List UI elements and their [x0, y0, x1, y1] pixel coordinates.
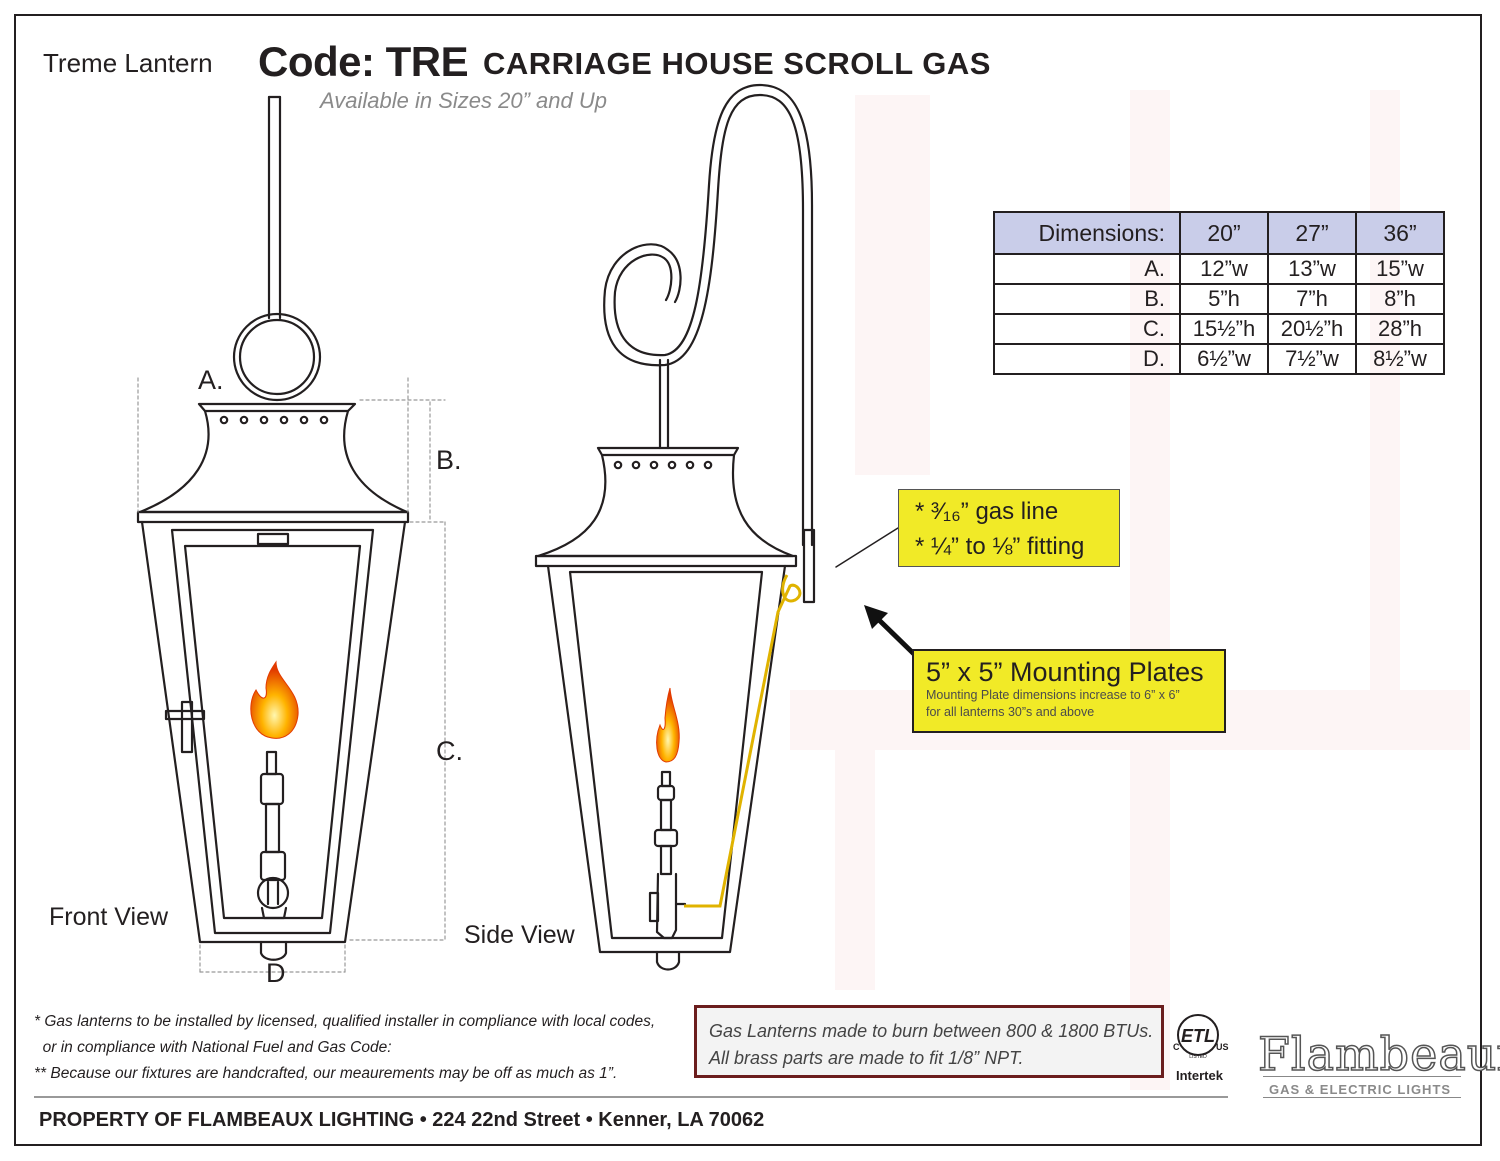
brand-rule — [1263, 1097, 1461, 1098]
note-line: or in compliance with National Fuel and … — [34, 1039, 392, 1056]
table-cell: 8”h — [1355, 283, 1445, 315]
gas-line-spec: * ³⁄₁₆” gas line — [915, 498, 1059, 525]
dimensions-table: Dimensions: 20” 27” 36” A. 12”w 13”w 15”… — [993, 211, 1445, 375]
note-line: * Gas lanterns to be installed by licens… — [34, 1013, 656, 1030]
etl-us: US — [1216, 1042, 1229, 1052]
table-cell: 13”w — [1267, 253, 1357, 285]
table-row: C. 15½”h 20½”h 28”h — [993, 313, 1445, 345]
table-cell: 15½”h — [1179, 313, 1269, 345]
gas-line-callout: * ³⁄₁₆” gas line * ¼” to ⅛” fitting — [898, 489, 1120, 567]
gas-line — [684, 574, 802, 908]
footer-divider — [34, 1096, 1228, 1098]
table-header: 20” — [1179, 211, 1269, 255]
front-view-label: Front View — [49, 903, 169, 931]
etl-c: C — [1173, 1042, 1180, 1052]
fitting-spec: * ¼” to ⅛” fitting — [915, 533, 1085, 560]
etl-mark: ETL — [1181, 1026, 1215, 1046]
table-cell: C. — [993, 313, 1181, 345]
mounting-plate-note: for all lanterns 30”s and above — [926, 705, 1095, 719]
btu-info-box: Gas Lanterns made to burn between 800 & … — [694, 1005, 1164, 1078]
etl-listed: LISTED — [1189, 1054, 1207, 1060]
npt-line: All brass parts are made to fit 1/8” NPT… — [709, 1048, 1024, 1068]
table-cell: 8½”w — [1355, 343, 1445, 375]
brand-rule — [1263, 1076, 1461, 1077]
mounting-plate-title: 5” x 5” Mounting Plates — [926, 657, 1204, 687]
table-row: D. 6½”w 7½”w 8½”w — [993, 343, 1445, 375]
model-title: CARRIAGE HOUSE SCROLL GAS — [483, 46, 991, 81]
table-header: 27” — [1267, 211, 1357, 255]
installation-notes: * Gas lanterns to be installed by licens… — [34, 1009, 655, 1087]
table-row: B. 5”h 7”h 8”h — [993, 283, 1445, 315]
table-cell: 6½”w — [1179, 343, 1269, 375]
table-cell: 15”w — [1355, 253, 1445, 285]
note-line: ** Because our fixtures are handcrafted,… — [34, 1065, 618, 1082]
table-header: Dimensions: — [993, 211, 1181, 255]
table-cell: 28”h — [1355, 313, 1445, 345]
product-name: Treme Lantern — [43, 48, 213, 78]
brand-logo: Flambeaux — [1257, 1026, 1500, 1082]
table-cell: 5”h — [1179, 283, 1269, 315]
spec-sheet — [14, 14, 1482, 1146]
table-cell: 12”w — [1179, 253, 1269, 285]
flame-front — [250, 660, 299, 739]
btu-line: Gas Lanterns made to burn between 800 & … — [709, 1021, 1154, 1041]
product-code: Code: TRE — [258, 38, 469, 85]
intertek-label: Intertek — [1176, 1068, 1223, 1083]
flame-side — [656, 687, 680, 763]
side-view-lantern — [534, 83, 899, 971]
dimension-lines — [137, 377, 446, 976]
table-cell: D. — [993, 343, 1181, 375]
table-cell: 20½”h — [1267, 313, 1357, 345]
mounting-plate-note: Mounting Plate dimensions increase to 6”… — [926, 688, 1180, 702]
label-c: C. — [436, 736, 463, 766]
table-row: A. 12”w 13”w 15”w — [993, 253, 1445, 285]
table-cell: A. — [993, 253, 1181, 285]
table-cell: 7”h — [1267, 283, 1357, 315]
mounting-plate-callout: 5” x 5” Mounting Plates Mounting Plate d… — [912, 649, 1226, 733]
footer-address: PROPERTY OF FLAMBEAUX LIGHTING • 224 22n… — [39, 1109, 765, 1131]
label-d: D — [266, 958, 286, 988]
arrow-icon — [864, 605, 917, 657]
front-view-lantern — [136, 95, 410, 961]
brand-tagline: GAS & ELECTRIC LIGHTS — [1269, 1082, 1452, 1097]
sizes-note: Available in Sizes 20” and Up — [320, 88, 607, 113]
table-cell: 7½”w — [1267, 343, 1357, 375]
table-cell: B. — [993, 283, 1181, 315]
label-a: A. — [198, 365, 224, 395]
etl-listed-icon: ETL C US LISTED — [1173, 1014, 1229, 1060]
label-b: B. — [436, 445, 462, 475]
table-header: 36” — [1355, 211, 1445, 255]
side-view-label: Side View — [464, 921, 575, 949]
table-header-row: Dimensions: 20” 27” 36” — [993, 211, 1445, 255]
